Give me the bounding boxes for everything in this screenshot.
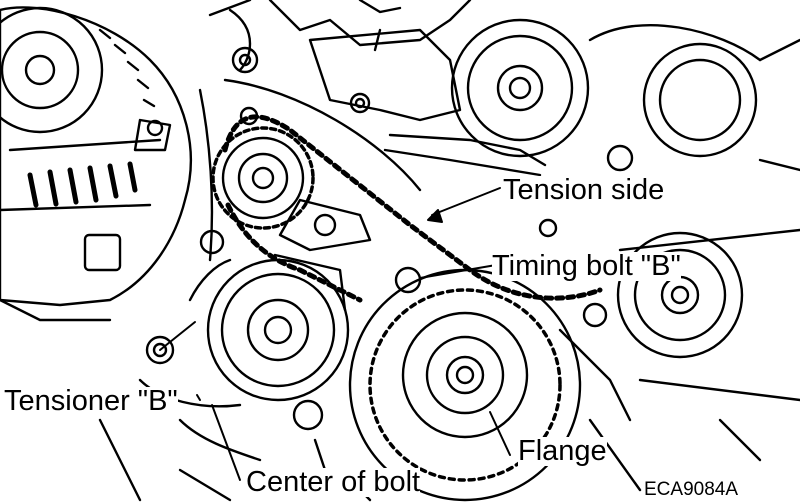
idler-arm bbox=[273, 198, 372, 312]
label-timing-bolt: Timing bolt "B" bbox=[492, 250, 681, 282]
timing-belt bbox=[222, 114, 603, 303]
leader-lines bbox=[159, 187, 511, 481]
upper-bracket bbox=[198, 0, 472, 262]
top-right-pulley bbox=[383, 18, 800, 177]
label-tensioner: Tensioner "B" bbox=[4, 385, 178, 417]
label-tension-side: Tension side bbox=[503, 174, 665, 206]
label-flange: Flange bbox=[518, 435, 607, 467]
cam-sprocket bbox=[211, 106, 315, 230]
alternator bbox=[0, 6, 192, 307]
tensioner-b bbox=[138, 229, 350, 462]
figure-code: ECA9084A bbox=[644, 479, 739, 500]
lower-right-pulley bbox=[538, 218, 800, 422]
label-center-of-bolt: Center of bolt bbox=[246, 466, 421, 498]
